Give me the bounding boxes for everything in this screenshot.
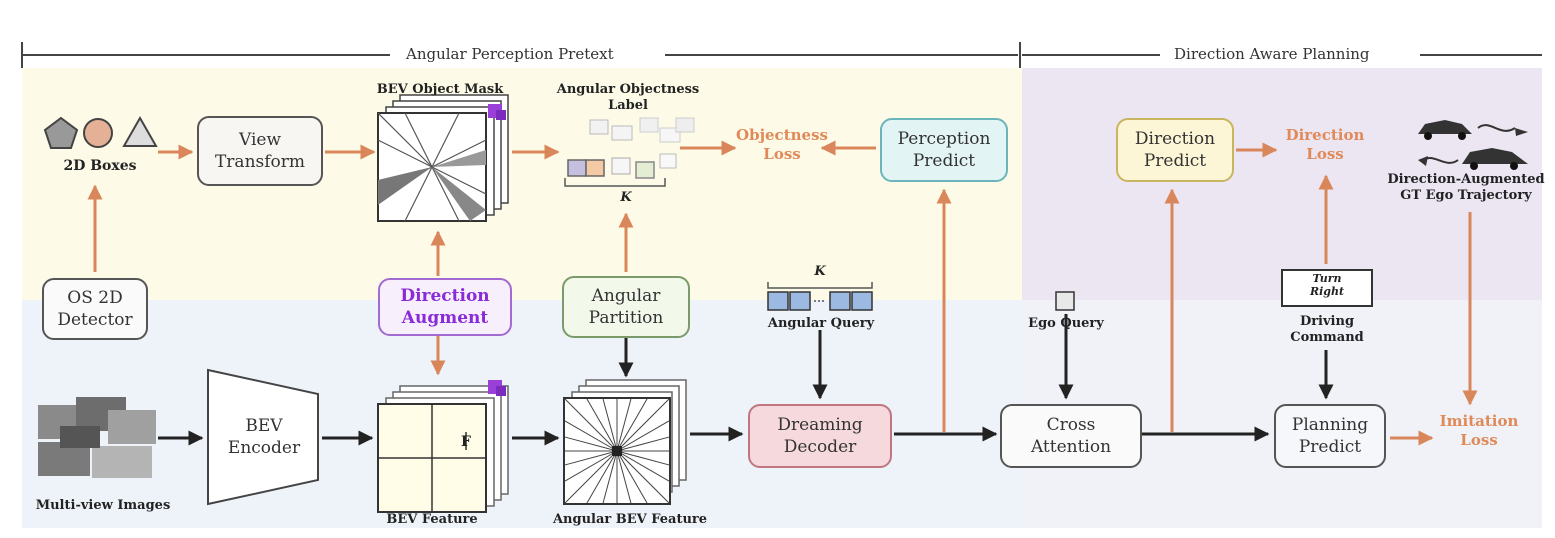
dreaming-decoder-box: Dreaming Decoder <box>748 404 892 468</box>
direction-augment-box: Direction Augment <box>378 278 512 336</box>
label-driving-command: Driving Command <box>1290 314 1364 345</box>
angular-query-icon <box>767 282 873 311</box>
multi-view-images-icon <box>38 397 156 478</box>
turn-right-box <box>1281 269 1373 307</box>
cross-attention-box: Cross Attention <box>1000 404 1142 468</box>
angular-ray <box>564 450 618 504</box>
angular-partition-box: Angular Partition <box>562 276 690 338</box>
circle-icon <box>83 118 113 148</box>
triangle-icon <box>122 115 158 147</box>
objectness-loss: Objectness Loss <box>736 126 828 163</box>
header-lines <box>21 42 1542 68</box>
label-f-mark: F <box>461 434 471 450</box>
angular-ray <box>586 398 618 452</box>
angular-bev-feature-stack <box>563 379 687 505</box>
angular-ray <box>616 450 670 466</box>
angular-ray <box>616 398 670 452</box>
ego-query-icon <box>1055 291 1075 311</box>
orange-arrows <box>87 140 1478 446</box>
angular-ray <box>616 450 632 504</box>
objectness-label-cluster <box>564 117 695 187</box>
label-k-top: K <box>620 190 632 205</box>
angular-ray <box>564 436 618 452</box>
label-2d-boxes: 2D Boxes <box>63 158 137 174</box>
perception-predict-box: Perception Predict <box>880 118 1008 182</box>
imitation-loss: Imitation Loss <box>1439 412 1519 449</box>
angular-ray <box>616 420 670 452</box>
label-bev-feature: BEV Feature <box>386 512 478 527</box>
angular-ray <box>616 398 648 452</box>
header-direction-planning: Direction Aware Planning <box>1174 45 1370 63</box>
view-transform-box: View Transform <box>197 116 323 186</box>
label-angular-query: Angular Query <box>767 316 875 331</box>
angular-ray <box>616 450 670 504</box>
bev-encoder-label: BEV Encoder <box>227 416 301 458</box>
angular-ray <box>586 450 618 504</box>
angular-ray <box>564 450 618 482</box>
planning-predict-box: Planning Predict <box>1274 404 1386 468</box>
angular-ray <box>602 450 618 504</box>
angular-ray <box>616 398 632 452</box>
header-angular-perception: Angular Perception Pretext <box>406 45 614 63</box>
label-gt-trajectory: Direction-Augmented GT Ego Trajectory <box>1387 172 1545 203</box>
angular-ray <box>564 450 618 466</box>
os-2d-detector-box: OS 2D Detector <box>42 278 148 340</box>
angular-ray <box>564 398 618 452</box>
bev-object-mask-stack <box>377 94 509 222</box>
bev-feature-stack <box>377 380 509 513</box>
shape-icons <box>43 115 158 149</box>
label-multi-view-images: Multi-view Images <box>35 498 171 513</box>
top-band <box>22 68 1022 300</box>
label-turn-right: Turn Right <box>1309 272 1345 298</box>
angular-ray <box>616 450 670 482</box>
planning-band <box>1022 68 1542 300</box>
pentagon-icon <box>43 116 79 149</box>
angular-ray <box>616 436 670 452</box>
label-bev-object-mask: BEV Object Mask <box>376 82 504 97</box>
direction-loss: Direction Loss <box>1285 126 1365 163</box>
label-angular-objectness: Angular Objectness Label <box>556 82 700 113</box>
black-arrows <box>158 314 1334 446</box>
label-angular-bev-feature: Angular BEV Feature <box>552 512 708 527</box>
angular-ray <box>616 450 648 504</box>
angular-ray <box>564 420 618 452</box>
label-k-query: K <box>814 264 826 279</box>
car-trajectory-icon <box>1418 120 1528 170</box>
label-ego-query: Ego Query <box>1028 316 1104 331</box>
bev-encoder-shape <box>207 368 319 506</box>
angular-ray <box>602 398 618 452</box>
direction-predict-box: Direction Predict <box>1116 118 1234 182</box>
